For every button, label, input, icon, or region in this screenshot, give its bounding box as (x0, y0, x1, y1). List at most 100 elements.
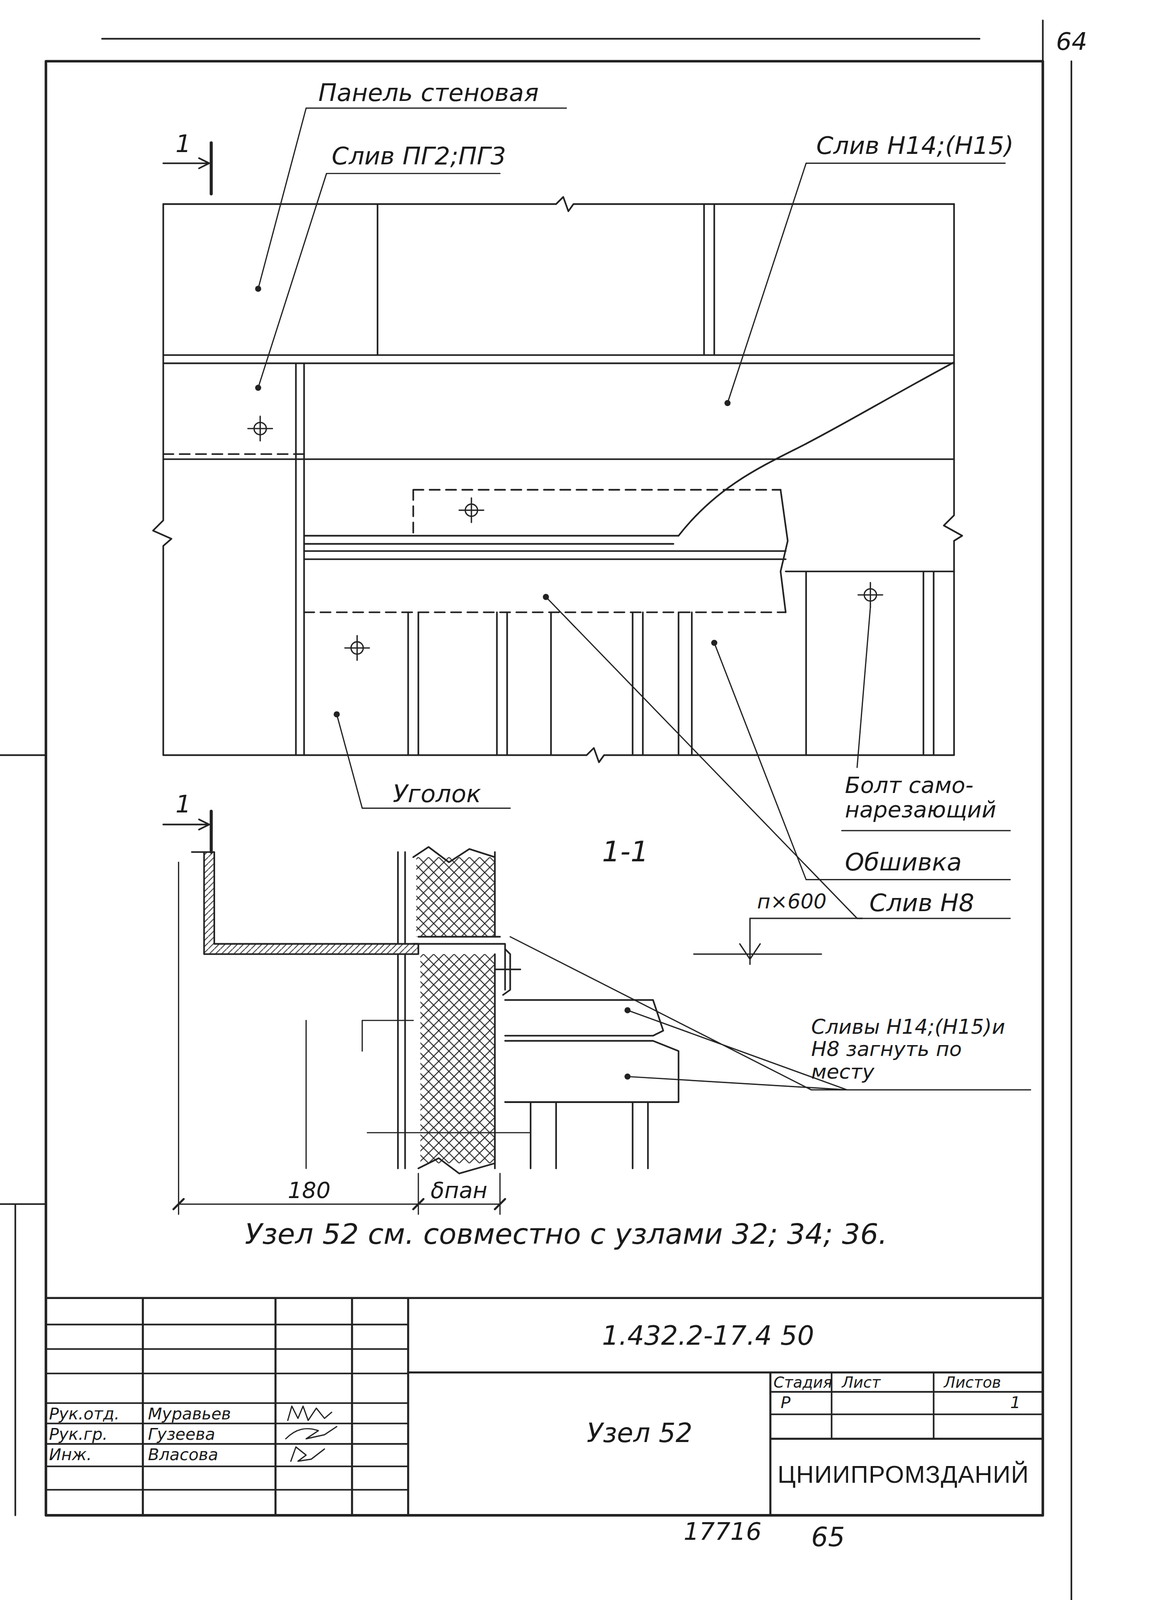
level-mark (693, 918, 863, 965)
organization-name: ЦНИИПРОМЗДАНИЙ (777, 1461, 1030, 1489)
leader-dot (624, 1074, 631, 1081)
leader-dot (624, 1007, 631, 1014)
wall-elevation (163, 748, 955, 763)
section-view (178, 862, 531, 1215)
part-label: Слив ПГ2;ПГ3 (331, 143, 506, 170)
part-label: Слив Н14;(Н15) (816, 132, 1014, 160)
wall-elevation (296, 363, 305, 756)
section-mark (209, 811, 213, 853)
leader-dot (254, 285, 262, 293)
section-view (191, 851, 205, 854)
title-block (45, 1298, 1043, 1516)
wall-elevation (413, 489, 781, 536)
wall-elevation (678, 362, 955, 536)
archive-number: 17716 (683, 1519, 762, 1546)
title-block (45, 1324, 408, 1491)
wall-elevation (153, 204, 172, 756)
sheet-frame (45, 61, 1043, 1516)
section-view (420, 954, 495, 1164)
signature (290, 1447, 325, 1463)
title-cell: Власова (148, 1446, 219, 1465)
bolt-symbol (345, 636, 370, 661)
leader-dot (724, 400, 731, 407)
section-view (413, 847, 495, 937)
leader-line (714, 642, 1011, 880)
section-view (398, 852, 406, 945)
title-block (770, 1372, 1043, 1440)
dimension-label: 180 (287, 1179, 331, 1204)
leader-dot (711, 640, 718, 647)
wall-elevation (780, 489, 788, 613)
title-cell: Гузеева (148, 1426, 216, 1445)
section-view (418, 954, 495, 1175)
section-view (413, 937, 506, 991)
leader-line (258, 108, 567, 289)
part-label: Уголок (393, 781, 482, 808)
dimension-line (173, 1174, 505, 1215)
part-label: Болт само- нарезающий (844, 773, 1014, 824)
page-number: 64 (1055, 28, 1088, 56)
section-mark: 1 (175, 130, 192, 158)
section-mark: 1 (175, 791, 192, 818)
signature (285, 1406, 337, 1463)
title-cell: 1 (1010, 1394, 1021, 1413)
section-mark (163, 158, 210, 169)
section-view (178, 847, 679, 1215)
wall-elevation (163, 355, 955, 460)
wall-elevation (304, 551, 787, 560)
leader-dot (333, 711, 341, 718)
signature (285, 1427, 337, 1440)
leader-line (546, 597, 1011, 919)
title-cell: Муравьев (148, 1405, 231, 1424)
wall-elevation (304, 611, 787, 614)
drawing-title: Узел 52 (586, 1419, 693, 1449)
note-label: Сливы Н14;(Н15)и Н8 загнуть по месту (811, 1015, 1032, 1084)
leader-line (727, 163, 1006, 404)
leader-dot (254, 384, 262, 392)
wall-elevation (943, 204, 963, 756)
level-mark (693, 918, 863, 965)
section-mark (209, 143, 213, 195)
section-view (504, 1000, 663, 1036)
dimension-label: п×600 (757, 890, 827, 913)
wall-elevation (304, 536, 679, 545)
wall-elevation (377, 204, 715, 356)
page-number: 65 (811, 1523, 846, 1553)
title-cell: Стадия (773, 1375, 833, 1392)
section-view (204, 852, 419, 955)
title-cell: Лист (841, 1375, 881, 1392)
section-mark (163, 819, 210, 830)
drawing-code: 1.432.2-17.4 50 (602, 1322, 815, 1352)
bolt-symbol (459, 498, 484, 523)
wall-elevation (785, 571, 955, 756)
leader-line (510, 937, 1031, 1091)
title-cell: Инж. (48, 1446, 92, 1465)
leader-line (336, 714, 511, 809)
section-view (504, 1041, 679, 1103)
bolt-symbol (858, 582, 883, 608)
wall-elevation (407, 612, 692, 756)
title-cell: Рук.отд. (48, 1405, 120, 1424)
section-title: 1-1 (602, 837, 649, 869)
sheet-frame (0, 20, 1072, 1600)
note-text: Узел 52 см. совместно с узлами 32; 34; 3… (244, 1219, 888, 1252)
dimension-label: δпан (430, 1179, 488, 1204)
title-cell: Р (780, 1394, 791, 1413)
part-label: Обшивка (844, 849, 962, 877)
title-block (45, 1298, 1043, 1516)
leader-dot (254, 285, 731, 1080)
sheet-frame (0, 20, 1072, 1600)
dimension-line (178, 1174, 500, 1215)
title-cell: Листов (943, 1375, 1001, 1392)
section-view (416, 857, 495, 938)
part-label: Слив Н8 (869, 890, 975, 917)
section-view (398, 954, 406, 1169)
title-block (407, 1372, 1043, 1516)
part-label: Панель стеновая (318, 79, 539, 107)
leader-line (258, 108, 1031, 1091)
wall-elevation (163, 453, 305, 456)
title-cell: Рук.гр. (48, 1426, 108, 1445)
drawing (0, 20, 1072, 1600)
bolt-symbol (248, 416, 883, 661)
section-mark (163, 143, 212, 853)
